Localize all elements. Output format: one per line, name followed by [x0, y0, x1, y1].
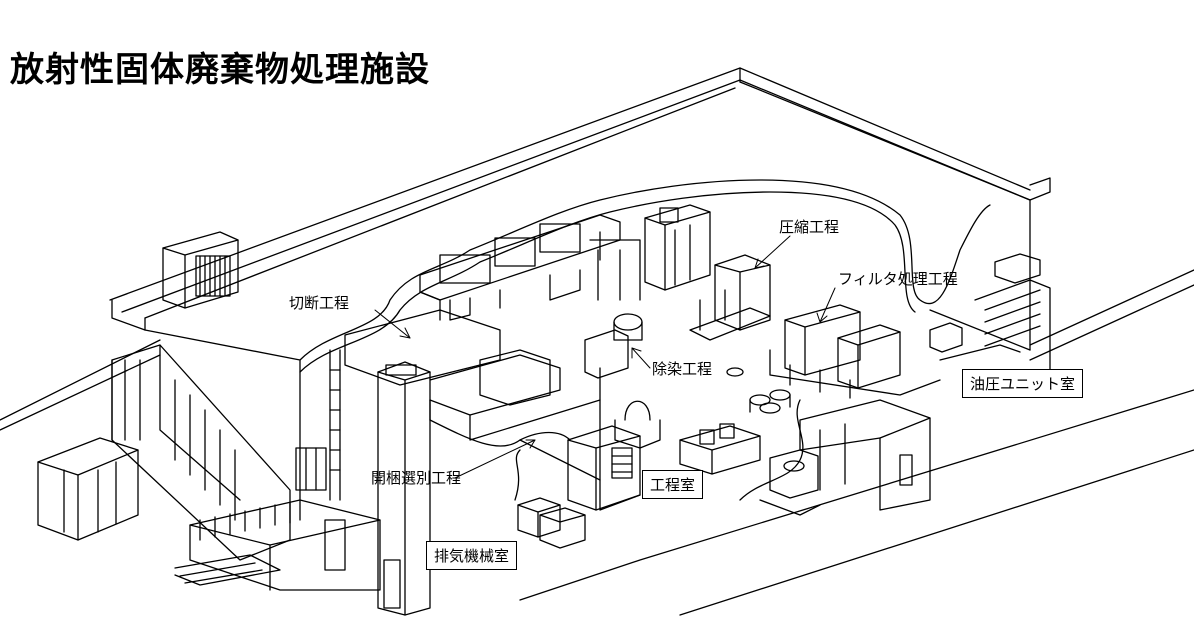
- lower-right-wall: [799, 399, 931, 511]
- compression-press: [644, 204, 771, 341]
- upper-gallery-conveyor: [419, 214, 621, 321]
- process-room-box: [567, 425, 641, 511]
- exhaust-tower: [329, 349, 431, 616]
- ground-floor-windows: [295, 447, 346, 571]
- tilting-table-equipment: [614, 400, 821, 516]
- decontamination-equipment: [584, 239, 791, 414]
- callout-arrows: [374, 235, 836, 479]
- label-exhaust-machine-room: 排気機械室: [426, 541, 518, 570]
- site-ground: [0, 269, 1194, 616]
- filter-processing-units: [769, 304, 941, 399]
- label-process-room: 工程室: [642, 470, 704, 499]
- cutaway-edge: [299, 179, 991, 501]
- exhaust-room-equipment: [517, 497, 586, 549]
- label-cutting-process: 切断工程: [289, 294, 350, 312]
- rooftop-hvac-unit: [162, 231, 239, 309]
- label-unpacking-sorting-process: 開梱選別工程: [371, 469, 462, 487]
- entrance-stairs: [174, 499, 381, 591]
- transformer-cabinets: [37, 437, 139, 541]
- hydraulic-room-structure: [929, 253, 1051, 391]
- left-annex: [111, 344, 291, 561]
- page-title: 放射性固体廃棄物処理施設: [10, 50, 430, 90]
- label-hydraulic-unit-room: 油圧ユニット室: [962, 369, 1084, 398]
- label-compression-process: 圧縮工程: [779, 218, 840, 236]
- label-decontamination-process: 除染工程: [652, 360, 713, 378]
- roof-plane: [109, 67, 1051, 521]
- label-filter-process: フィルタ処理工程: [838, 270, 958, 288]
